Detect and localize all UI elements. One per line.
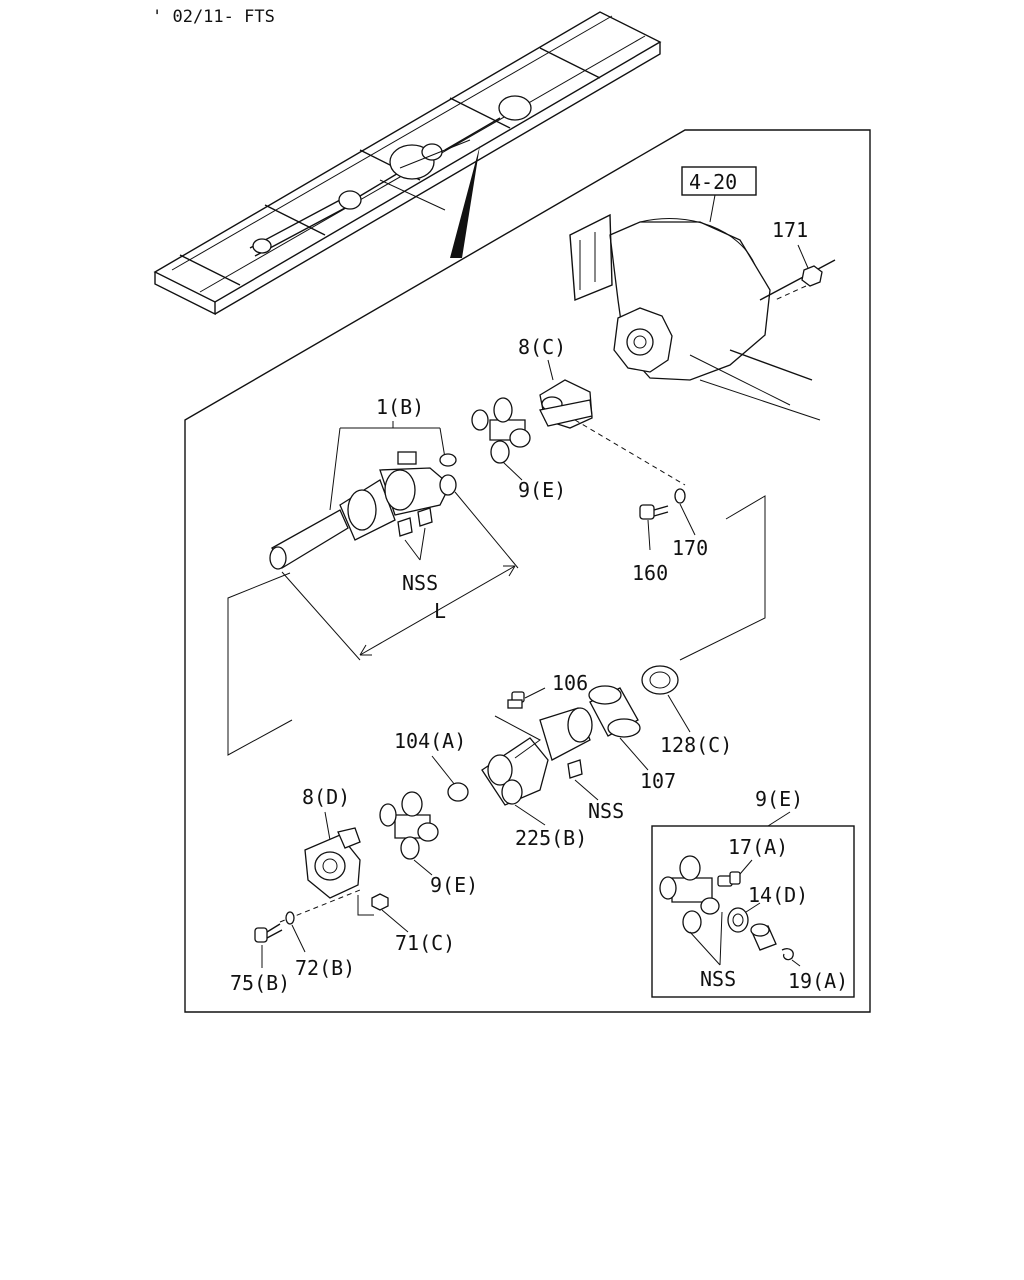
- inset-title-9e: 9(E): [755, 787, 803, 811]
- label-1b: 1(B): [376, 395, 424, 419]
- inset-box: [651, 825, 855, 998]
- nut-171: [801, 265, 823, 287]
- label-17a: 17(A): [728, 835, 788, 859]
- label-8d: 8(D): [302, 785, 350, 809]
- label-nss-2: NSS: [588, 799, 624, 823]
- label-nss-3: NSS: [700, 967, 736, 991]
- universal-joint-9e-top: [471, 397, 531, 464]
- ref-box-frame: [681, 166, 757, 196]
- plug-104a: [447, 782, 469, 802]
- label-19a: 19(A): [788, 969, 848, 993]
- washer-72b: [285, 911, 295, 925]
- label-75b: 75(B): [230, 971, 290, 995]
- nut-71c: [371, 893, 389, 911]
- label-l: L: [434, 599, 446, 623]
- label-104a: 104(A): [394, 729, 466, 753]
- label-106: 106: [552, 671, 588, 695]
- flange-yoke-8d: [304, 827, 361, 899]
- section-break-right: [679, 495, 766, 661]
- header-code: ' 02/11- FTS: [152, 7, 275, 27]
- bolt-160: [639, 504, 669, 520]
- label-128c: 128(C): [660, 733, 732, 757]
- detail-frame: [184, 129, 871, 1013]
- label-71c: 71(C): [395, 931, 455, 955]
- bearing-cup: [750, 923, 777, 951]
- label-170: 170: [672, 536, 708, 560]
- chassis-frame-overview: [153, 11, 662, 316]
- label-14d: 14(D): [748, 883, 808, 907]
- dust-cap-128c: [641, 665, 679, 695]
- tube-yoke-225b: [481, 707, 593, 806]
- flange-yoke-8c: [539, 379, 593, 429]
- slip-yoke-shaft-1b: [269, 451, 457, 570]
- grease-nipple-106: [507, 691, 525, 709]
- sleeve-107: [588, 685, 641, 738]
- nss-clips-1: [397, 507, 433, 537]
- label-nss-1: NSS: [402, 571, 438, 595]
- inset-spider: [659, 855, 720, 934]
- ref-box-label[interactable]: 4-20: [689, 170, 737, 194]
- label-225b: 225(B): [515, 826, 587, 850]
- grease-fitting-17a: [717, 871, 741, 887]
- axle-housing: [569, 213, 836, 421]
- label-171: 171: [772, 218, 808, 242]
- label-9e-mid: 9(E): [430, 873, 478, 897]
- washer-170: [674, 488, 686, 504]
- nss-clip-2: [567, 759, 583, 779]
- label-160: 160: [632, 561, 668, 585]
- label-9e-top: 9(E): [518, 478, 566, 502]
- snap-ring-19a: [781, 948, 794, 961]
- seal-14d: [727, 907, 749, 933]
- bolt-75b: [254, 923, 283, 943]
- section-break-left: [227, 572, 293, 756]
- label-107: 107: [640, 769, 676, 793]
- label-72b: 72(B): [295, 956, 355, 980]
- label-8c: 8(C): [518, 335, 566, 359]
- universal-joint-9e-mid: [379, 791, 439, 860]
